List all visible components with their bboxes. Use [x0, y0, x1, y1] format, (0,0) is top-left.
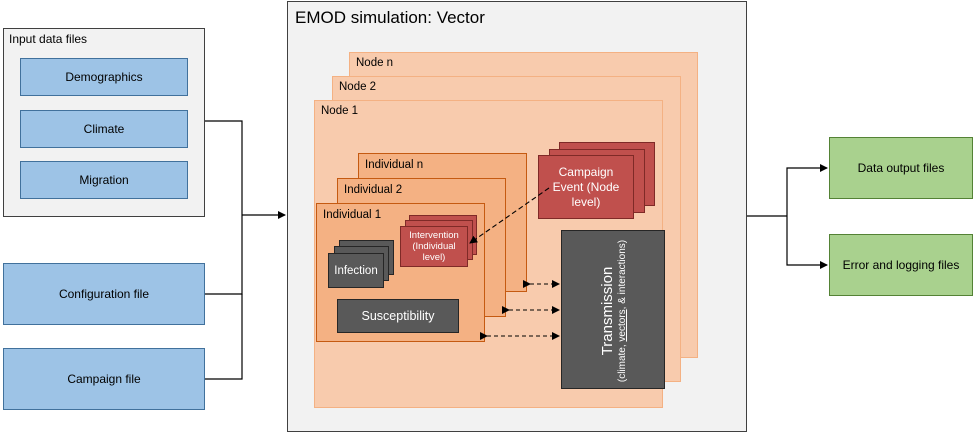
migration-file: Migration	[20, 161, 188, 199]
input-panel-connector	[205, 120, 243, 215]
error-logging-arrow	[786, 216, 828, 269]
intervention-subtitle: (Individual level)	[412, 241, 456, 263]
individual-1-label: Individual 1	[323, 209, 382, 221]
error-and-logging-files: Error and logging files	[829, 234, 973, 296]
campaign-to-intervention-arrow	[469, 187, 550, 244]
campaign-event-box: Campaign Event (Node level)	[538, 155, 634, 219]
input-data-files-title: Input data files	[9, 32, 88, 46]
campaign-event-label: Campaign Event (Node level)	[552, 164, 620, 209]
susceptibility-label: Susceptibility	[361, 309, 435, 323]
campaign-file-connector	[205, 294, 243, 380]
simulation-title: EMOD simulation: Vector	[295, 8, 485, 27]
infection-box: Infection	[328, 253, 384, 288]
individual-n-label: Individual n	[365, 159, 424, 171]
climate-file: Climate	[20, 110, 188, 148]
node-n-label: Node n	[356, 57, 394, 69]
intervention-box: Intervention (Individual level)	[400, 226, 468, 267]
infection-label: Infection	[334, 264, 378, 277]
configuration-file: Configuration file	[3, 263, 205, 325]
data-output-arrow	[786, 164, 828, 216]
intervention-title: Intervention	[409, 230, 459, 241]
node-2-label: Node 2	[339, 81, 377, 93]
individual-2-label: Individual 2	[344, 184, 403, 196]
campaign-file: Campaign file	[3, 348, 205, 410]
data-output-files: Data output files	[829, 137, 973, 199]
transmission-box: Transmission (climate, vectors, & intera…	[561, 230, 665, 389]
config-file-connector	[205, 215, 243, 295]
susceptibility-box: Susceptibility	[337, 299, 459, 333]
demographics-file: Demographics	[20, 58, 188, 96]
node-1-label: Node 1	[321, 105, 359, 117]
